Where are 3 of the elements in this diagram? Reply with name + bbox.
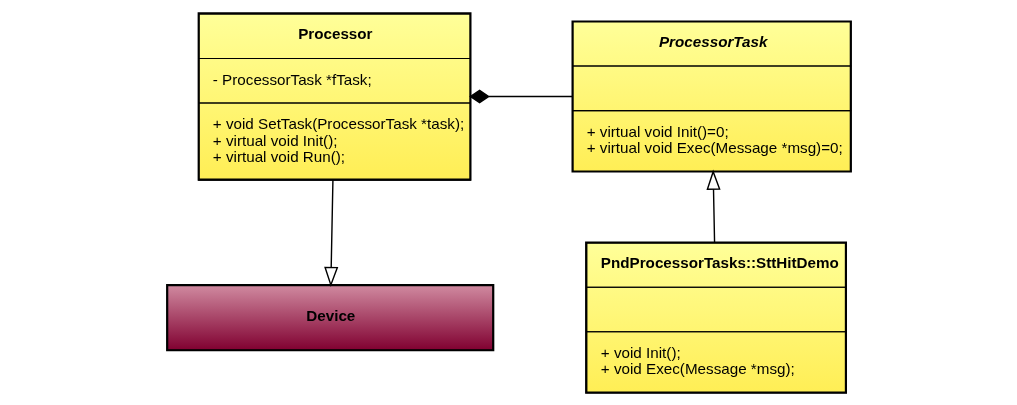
connector [468, 89, 573, 103]
arrow [323, 178, 338, 287]
arrow [705, 169, 721, 243]
